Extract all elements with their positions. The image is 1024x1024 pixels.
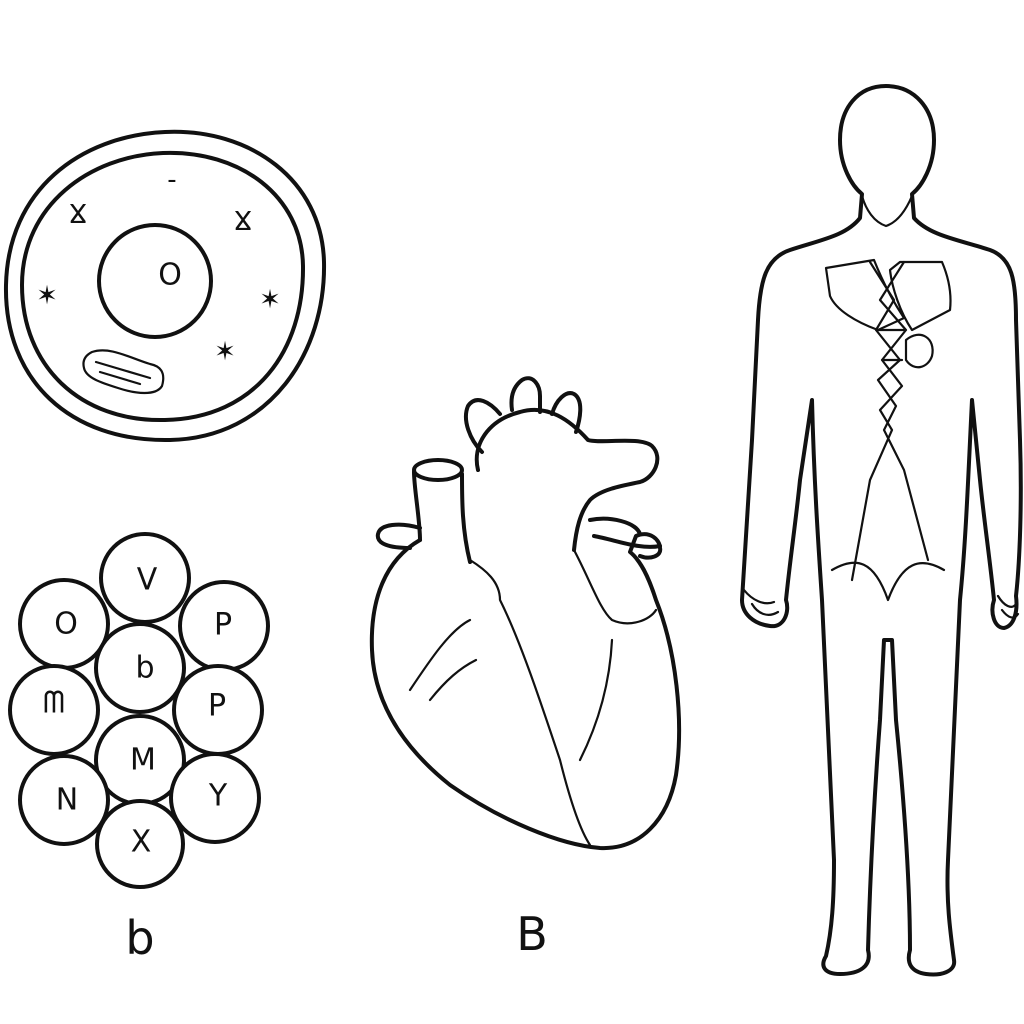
cluster-cell-label: X (131, 825, 152, 860)
cluster-cell-label: N (56, 783, 78, 818)
cell-organelle (82, 349, 165, 395)
cell-membrane-outer (3, 129, 327, 443)
left-hand (742, 588, 780, 616)
cluster-cell-label: ᗰ (43, 686, 65, 721)
neck (860, 194, 914, 228)
cluster-cell (94, 622, 186, 714)
cluster-cell-label: V (137, 563, 158, 598)
pulmonary-veins (588, 516, 662, 549)
heart-outline (369, 532, 682, 851)
body-outline (740, 84, 1023, 977)
cluster-cell-label: b (135, 651, 154, 686)
aortic-branches (463, 376, 583, 454)
cell-mark: ✶ (36, 281, 58, 311)
aorta (474, 407, 660, 552)
human-body-figure (740, 84, 1023, 977)
cell-mark: ✶ (259, 285, 281, 315)
cluster-cell-label: P (208, 689, 226, 724)
cluster-cell (99, 532, 191, 624)
heart-in-body (904, 333, 934, 369)
heart-chamber-lines (408, 548, 658, 847)
cell-mark: - (167, 165, 176, 195)
cluster-cell-label: P (214, 608, 232, 643)
pulmonary-artery (375, 522, 422, 550)
cluster-cell-label: Y (208, 779, 228, 814)
cluster-cell-label: M (130, 743, 156, 778)
vessel-opening (412, 458, 464, 482)
cell-cluster: V O b P ᗰ P M N Y X b (8, 532, 270, 965)
cluster-cell (18, 754, 110, 846)
cluster-cell (95, 799, 185, 889)
cell-mark: ⴴ (69, 200, 87, 230)
cluster-cell (169, 752, 261, 844)
vessel-network (850, 260, 930, 582)
nucleus-label: O (158, 258, 182, 293)
heart-caption: B (516, 907, 548, 961)
cell-diagram: O - ⴴ ⴴ ✶ ✶ ✶ (3, 129, 327, 443)
superior-vena-cava (412, 470, 472, 564)
lungs (824, 258, 952, 332)
cluster-caption: b (125, 911, 154, 965)
cell-membrane-inner (20, 150, 306, 423)
cluster-cell-label: O (54, 607, 78, 642)
cell-mark: ⴴ (234, 207, 252, 237)
cell-mark: ✶ (214, 337, 236, 367)
right-hand (996, 594, 1020, 619)
heart-diagram (369, 376, 682, 851)
cell-nucleus (97, 223, 213, 339)
cluster-cell (8, 664, 100, 756)
hip-line (830, 561, 946, 602)
